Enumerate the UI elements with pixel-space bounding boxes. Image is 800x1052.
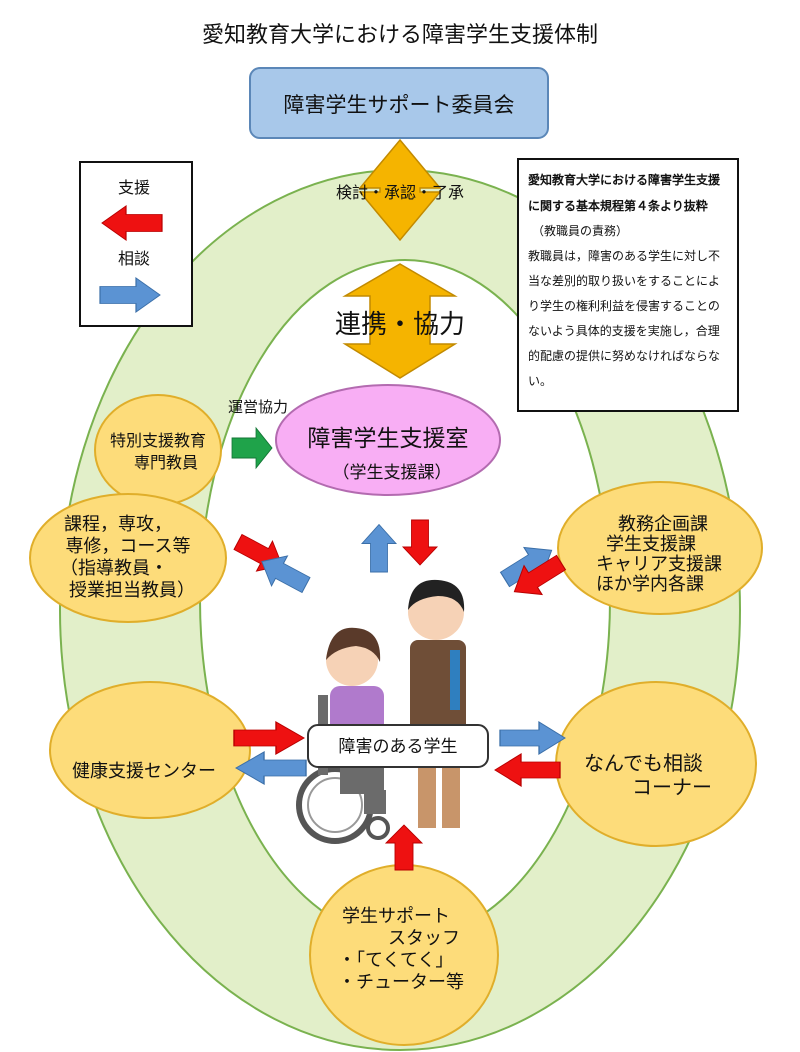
legend-consult-label: 相談 (118, 249, 150, 268)
node-affairs-line4: ほか学内各課 (596, 574, 704, 595)
clause-subheading: （教職員の責務） (532, 224, 629, 238)
node-health (49, 681, 251, 819)
node-special-ed-line2: 専門教員 (134, 453, 198, 472)
node-special-ed (94, 394, 222, 506)
legend-support-label: 支援 (118, 178, 150, 197)
support-office-name: 障害学生支援室 (308, 426, 469, 452)
support-office-sub: （学生支援課） (333, 463, 452, 483)
committee-box (249, 67, 549, 139)
node-health-label: 健康支援センター (72, 761, 216, 782)
cooperation-double-arrow (342, 263, 458, 379)
node-course (29, 493, 227, 623)
node-consult-corner-line2: コーナー (632, 775, 712, 799)
clause-body: 教職員は，障害のある学生に対し不当な差別的取り扱いをすることにより学生の権利利益… (528, 249, 721, 388)
review-label: 検討・承認・了承 (336, 183, 464, 202)
node-course-line4: 授業担当教員） (69, 580, 195, 601)
node-support-staff-line2: スタッフ (388, 928, 460, 949)
clause-heading: 愛知教育大学における障害学生支援に関する基本規程第４条より抜粋 (528, 173, 721, 213)
regulation-clause: 愛知教育大学における障害学生支援に関する基本規程第４条より抜粋 （教職員の責務）… (517, 158, 739, 412)
node-affairs (557, 481, 763, 615)
student-box (307, 724, 489, 768)
student-label: 障害のある学生 (339, 737, 458, 757)
node-support-staff-line1: 学生サポート (342, 906, 450, 927)
node-affairs-line2: 学生支援課 (606, 534, 696, 555)
node-course-line1: 課程，専攻， (64, 514, 172, 535)
node-special-ed-line1: 特別支援教育 (110, 431, 206, 450)
operation-label: 運営協力 (228, 398, 288, 416)
committee-label: 障害学生サポート委員会 (284, 93, 515, 117)
node-affairs-line1: 教務企画課 (618, 514, 708, 535)
node-course-line3: （指導教員・ (60, 558, 168, 579)
node-consult-corner-line1: なんでも相談 (584, 751, 703, 775)
node-course-line2: 専修，コース等 (65, 536, 190, 557)
cooperation-label: 連携・協力 (335, 310, 465, 340)
node-affairs-line3: キャリア支援課 (596, 554, 722, 575)
node-support-staff-line3: ・「てくてく」 (338, 950, 453, 971)
review-double-arrow (358, 138, 442, 242)
support-office (275, 384, 501, 496)
node-support-staff-line4: ・チューター等 (338, 972, 464, 993)
page-title: 愛知教育大学における障害学生支援体制 (202, 23, 598, 48)
